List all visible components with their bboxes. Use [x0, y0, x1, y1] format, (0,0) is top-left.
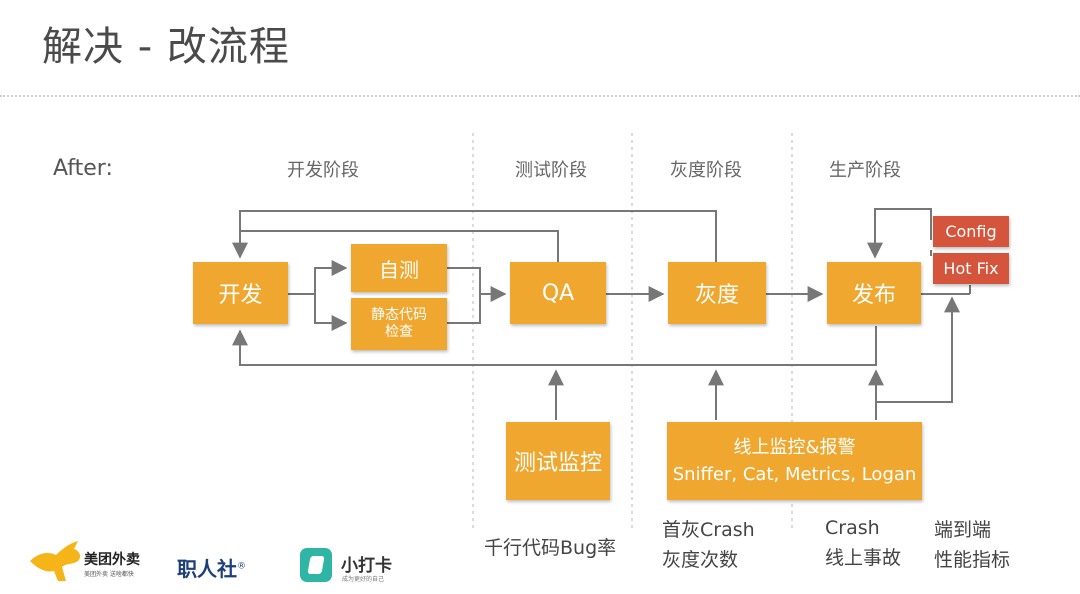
zhirenshe-name: 职人社 — [177, 557, 237, 581]
online-monitor-title: 线上监控&报警 — [733, 437, 856, 458]
phase-gray-label: 灰度阶段 — [670, 160, 742, 181]
metric-prod: Crash 线上事故 — [825, 513, 901, 573]
page-title: 解决 - 改流程 — [42, 24, 290, 70]
loop-qa-to-dev — [240, 230, 559, 262]
title-divider — [0, 95, 1080, 97]
arrow-to-self-test — [314, 260, 348, 294]
after-label: After: — [53, 156, 113, 181]
metric-e2e-line1: 端到端 — [934, 519, 992, 541]
phase-prod-label: 生产阶段 — [829, 160, 901, 181]
metric-online-incident: 线上事故 — [825, 547, 902, 569]
metric-crash: Crash — [825, 517, 880, 539]
node-gray: 灰度 — [668, 262, 766, 324]
xiaodaka-tagline: 成为更好的自己 — [342, 576, 385, 583]
loop-gray-to-dev — [232, 210, 717, 262]
node-config: Config — [933, 216, 1009, 247]
node-self-test: 自测 — [351, 244, 447, 292]
arrow-to-static-check — [314, 294, 348, 331]
node-static-check: 静态代码 检查 — [351, 298, 447, 350]
metric-gray-count: 灰度次数 — [662, 549, 739, 571]
node-release: 发布 — [827, 262, 921, 324]
metric-e2e: 端到端 性能指标 — [934, 515, 1010, 575]
node-test-monitor: 测试监控 — [506, 422, 610, 500]
meituan-logo: 美团外卖 美团外卖 送啥都快 — [26, 539, 156, 587]
metric-first-gray-crash: 首灰Crash — [662, 519, 755, 541]
metric-e2e-line2: 性能指标 — [934, 549, 1011, 571]
xiaodaka-logo: 小打卡 成为更好的自己 — [300, 548, 410, 588]
online-monitor-tools: Sniffer, Cat, Metrics, Logan — [672, 464, 917, 485]
metric-test: 千行代码Bug率 — [484, 533, 616, 563]
phase-dev-label: 开发阶段 — [287, 160, 359, 181]
arrow-monitor-to-hotfix — [876, 296, 960, 403]
node-qa: QA — [510, 262, 606, 324]
node-online-monitor: 线上监控&报警 Sniffer, Cat, Metrics, Logan — [667, 422, 922, 500]
metric-bug-rate: 千行代码Bug率 — [484, 537, 617, 559]
node-hotfix: Hot Fix — [933, 253, 1009, 284]
loop-release-to-dev — [232, 326, 877, 366]
phase-test-label: 测试阶段 — [515, 160, 587, 181]
meituan-tagline: 美团外卖 送啥都快 — [84, 571, 134, 578]
meituan-name: 美团外卖 — [84, 552, 140, 568]
loop-config-to-release — [867, 208, 932, 259]
metric-gray: 首灰Crash 灰度次数 — [662, 515, 755, 575]
xiaodaka-name: 小打卡 — [341, 556, 392, 576]
registered-mark: ® — [237, 561, 246, 572]
static-check-line1: 静态代码 — [371, 307, 427, 323]
zhirenshe-logo: 职人社® — [177, 553, 246, 582]
merge-self-test — [447, 267, 481, 294]
static-check-line2: 检查 — [385, 324, 413, 340]
node-develop: 开发 — [193, 262, 288, 324]
xiaodaka-app-icon — [300, 548, 332, 582]
kangaroo-icon — [30, 541, 81, 581]
